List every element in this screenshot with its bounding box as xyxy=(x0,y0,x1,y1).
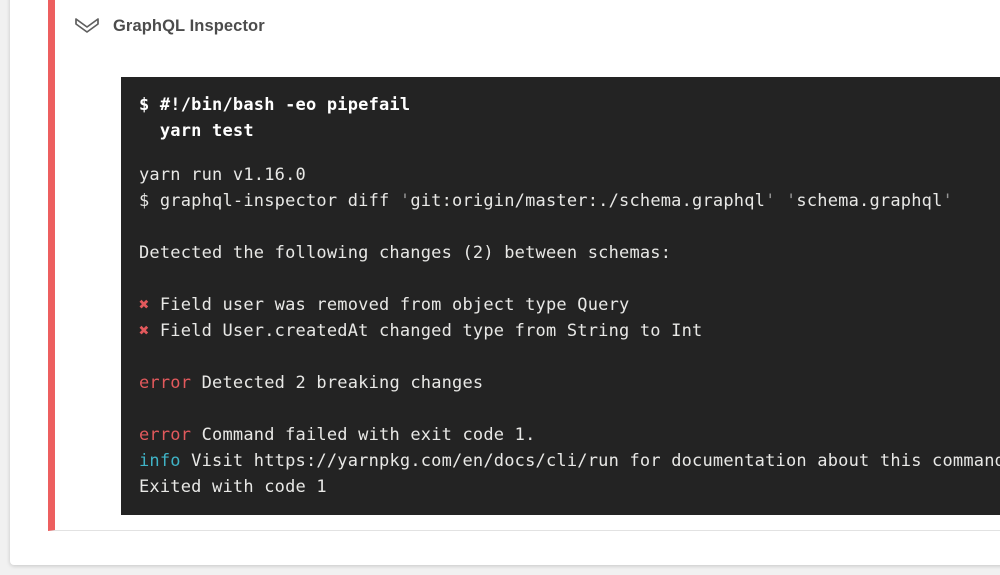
step-collapse-toggle[interactable]: GraphQL Inspector xyxy=(55,0,1000,37)
terminal-text-segment: Visit https://yarnpkg.com/en/docs/cli/ru… xyxy=(180,451,1000,471)
terminal-text-segment: yarn run v1.16.0 xyxy=(139,165,306,185)
terminal-command: $ #!/bin/bash -eo pipefail yarn test xyxy=(139,92,1000,144)
terminal-text-segment: Exited with code 1 xyxy=(139,477,327,497)
terminal-text-segment: ' xyxy=(785,191,797,211)
double-chevron-down-icon[interactable] xyxy=(74,15,100,37)
terminal-output: yarn run v1.16.0 $ graphql-inspector diff… xyxy=(139,162,1000,500)
terminal-text-segment: Field User.createdAt changed type from S… xyxy=(149,321,703,341)
terminal-line: info Visit https://yarnpkg.com/en/docs/c… xyxy=(139,448,1000,474)
terminal-line: error Detected 2 breaking changes xyxy=(139,370,1000,396)
terminal-text-segment: $ graphql-inspector diff xyxy=(139,191,400,211)
terminal-line xyxy=(139,214,1000,240)
terminal-line: error Command failed with exit code 1. xyxy=(139,422,1000,448)
terminal-text-segment: error xyxy=(139,425,192,445)
terminal-line: ✖ Field user was removed from object typ… xyxy=(139,292,1000,318)
terminal-line: Exited with code 1 xyxy=(139,474,1000,500)
terminal-line xyxy=(139,266,1000,292)
terminal-text-segment: ' xyxy=(399,191,411,211)
terminal-text-segment: error xyxy=(139,373,192,393)
terminal-text-segment: ' xyxy=(765,191,776,211)
terminal-line: $ graphql-inspector diff 'git:origin/mas… xyxy=(139,188,1000,214)
terminal-text-segment: Command failed with exit code 1. xyxy=(191,425,536,445)
terminal-line xyxy=(139,396,1000,422)
terminal-line: yarn test xyxy=(139,121,254,141)
terminal-text-segment xyxy=(776,191,786,211)
terminal-line: $ #!/bin/bash -eo pipefail xyxy=(139,95,411,115)
terminal-text-segment: ✖ xyxy=(139,321,150,341)
terminal-text-segment: git:origin/master:./schema.graphql xyxy=(410,191,766,211)
terminal-text-segment: Detected 2 breaking changes xyxy=(191,373,484,393)
terminal-text-segment: ✖ xyxy=(139,295,150,315)
step-section-failed: GraphQL Inspector $ #!/bin/bash -eo pipe… xyxy=(48,0,1000,531)
terminal-text-segment: schema.graphql xyxy=(796,191,943,211)
terminal-text-segment: info xyxy=(139,451,181,471)
terminal-output-panel: $ #!/bin/bash -eo pipefail yarn test yar… xyxy=(121,77,1000,515)
job-card: GraphQL Inspector $ #!/bin/bash -eo pipe… xyxy=(10,0,1000,565)
terminal-line: Detected the following changes (2) betwe… xyxy=(139,240,1000,266)
terminal-line: ✖ Field User.createdAt changed type from… xyxy=(139,318,1000,344)
terminal-line: yarn run v1.16.0 xyxy=(139,162,1000,188)
terminal-text-segment: Field user was removed from object type … xyxy=(149,295,630,315)
terminal-line xyxy=(139,344,1000,370)
step-title: GraphQL Inspector xyxy=(113,16,265,35)
terminal-text-segment: ' xyxy=(942,191,953,211)
terminal-text-segment: Detected the following changes (2) betwe… xyxy=(139,243,672,263)
